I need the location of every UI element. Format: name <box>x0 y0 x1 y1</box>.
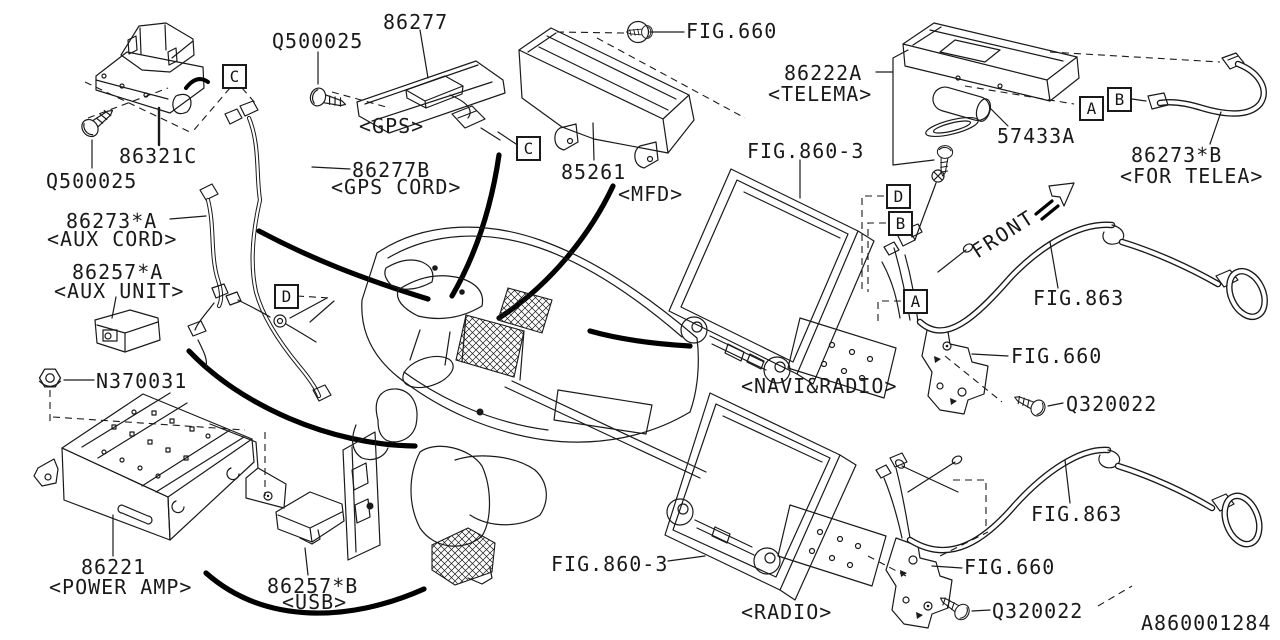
caption-telema: <TELEMA> <box>768 82 873 106</box>
part-label-86277b: 86277B <box>352 158 431 182</box>
drawing-number: A860001284 <box>1141 611 1272 635</box>
aux-unit-drawing <box>94 309 161 353</box>
fig-ref-860-3-bottom: FIG.860-3 <box>551 552 669 576</box>
screw-icon <box>307 85 349 114</box>
callout-box-a-telema: A <box>1079 96 1104 121</box>
part-label-q500025-top: Q500025 <box>272 29 364 53</box>
part-label-86277: 86277 <box>383 10 449 34</box>
part-label-86321c: 86321C <box>119 144 198 168</box>
usb-unit-drawing <box>275 491 345 545</box>
console-seat-drawing <box>342 388 547 586</box>
fastener-icons <box>77 85 349 141</box>
fig-ref-660-mid: FIG.660 <box>1011 344 1103 368</box>
mfd-unit-drawing <box>518 20 695 169</box>
radio-unit-drawing <box>664 392 887 601</box>
part-label-57433a: 57433A <box>997 124 1076 148</box>
callout-box-b-navi: B <box>888 211 913 236</box>
telematics-unit-drawing <box>875 22 1080 178</box>
bracket-86321c-drawing <box>95 22 210 115</box>
callout-box-c-mid: C <box>516 136 541 161</box>
harness-top-drawing <box>881 169 1268 334</box>
part-label-q320022-bottom: Q320022 <box>992 599 1084 623</box>
callout-box-a-navi: A <box>903 289 928 314</box>
fig-ref-863-top: FIG.863 <box>1033 286 1125 310</box>
callout-box-d-navi: D <box>886 184 911 209</box>
caption-gps-cord: <GPS CORD> <box>331 175 462 199</box>
bracket-mid-drawing <box>921 324 1049 419</box>
part-label-86257a: 86257*A <box>72 260 164 284</box>
harness-bottom-drawing <box>875 446 1263 554</box>
bracket-bottom-drawing <box>885 537 973 629</box>
callout-box-b-telema: B <box>1107 87 1132 112</box>
part-label-86273b: 86273*B <box>1131 143 1223 167</box>
fig-ref-860-3-top: FIG.860-3 <box>747 139 865 163</box>
part-label-q500025-left: Q500025 <box>46 169 138 193</box>
caption-navi-radio: <NAVI&RADIO> <box>741 374 898 398</box>
fig-ref-660-bottom: FIG.660 <box>964 555 1056 579</box>
caption-usb: <USB> <box>282 590 348 614</box>
front-arrow-icon <box>1034 182 1075 221</box>
part-label-86257b: 86257*B <box>267 574 359 598</box>
swoosh-curves <box>186 152 693 616</box>
dashboard-drawing <box>361 226 707 479</box>
caption-radio: <RADIO> <box>741 600 833 624</box>
dashed-reference-lines <box>49 31 1221 607</box>
caption-aux-cord: <AUX CORD> <box>47 227 178 251</box>
fig-ref-863-bottom: FIG.863 <box>1031 502 1123 526</box>
caption-mfd: <MFD> <box>618 182 684 206</box>
callout-box-d-aux: D <box>274 284 299 309</box>
part-label-86273a: 86273*A <box>66 209 158 233</box>
caption-power-amp: <POWER AMP> <box>49 575 193 599</box>
power-amp-drawing <box>33 368 287 541</box>
part-label-86221: 86221 <box>81 555 147 579</box>
part-label-n370031: N370031 <box>96 369 188 393</box>
fig-ref-660-top: FIG.660 <box>686 19 778 43</box>
aux-cord-drawing <box>187 183 335 369</box>
part-label-q320022-mid: Q320022 <box>1066 392 1158 416</box>
part-label-86222a: 86222A <box>784 61 863 85</box>
label-leader-lines <box>63 29 1222 612</box>
gps-antenna-drawing <box>356 60 517 145</box>
navi-radio-unit-drawing <box>668 168 897 399</box>
gps-cord-drawing <box>224 100 332 402</box>
caption-for-telea: <FOR TELEA> <box>1120 164 1264 188</box>
telea-cord-drawing <box>1131 52 1267 117</box>
caption-aux-unit: <AUX UNIT> <box>54 279 185 303</box>
caption-gps: <GPS> <box>359 114 425 138</box>
part-label-85261: 85261 <box>561 160 627 184</box>
callout-box-c-top: C <box>222 64 247 89</box>
